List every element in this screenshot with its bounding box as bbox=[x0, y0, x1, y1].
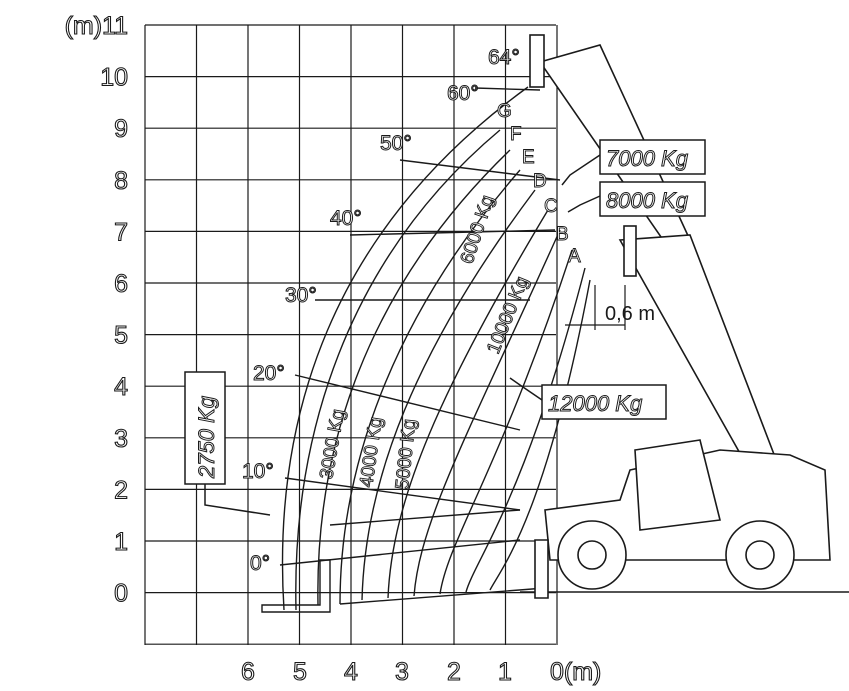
y-tick-label: 9 bbox=[114, 115, 128, 143]
angle-label-60: 60° bbox=[447, 82, 479, 105]
angle-label-64: 64° bbox=[488, 46, 520, 69]
angle-line-20 bbox=[294, 374, 521, 431]
angle-line-50 bbox=[399, 159, 561, 181]
boom-position-E: E bbox=[522, 147, 535, 168]
angle-line-60 bbox=[474, 87, 541, 91]
envelope-arc-10 bbox=[489, 279, 591, 591]
rear-hub bbox=[745, 540, 775, 570]
load-zone-4000: 4000 Kg bbox=[356, 416, 387, 489]
boom-position-C: C bbox=[544, 196, 558, 217]
callout-2750: 2750 Kg bbox=[184, 371, 271, 516]
callout-2750-text: 2750 Kg bbox=[194, 395, 219, 479]
envelope-arc-6 bbox=[387, 209, 549, 599]
load-zone-5000: 5000 Kg bbox=[392, 418, 420, 491]
callout-7000-text: 7000 Kg bbox=[606, 146, 689, 171]
angle-label-10: 10° bbox=[242, 460, 274, 483]
angle-line-10 bbox=[284, 477, 521, 511]
y-tick-label: 1 bbox=[114, 528, 128, 556]
offset-label: 0,6 m bbox=[605, 303, 655, 325]
envelope-arc-2 bbox=[295, 129, 501, 611]
boom-position-F: F bbox=[510, 124, 522, 145]
boom-position-G: G bbox=[497, 101, 512, 122]
y-tick-label: 5 bbox=[114, 322, 128, 350]
angle-label-50: 50° bbox=[380, 132, 412, 155]
x-axis-ticks: 6 5 4 3 2 1 0(m) bbox=[240, 657, 601, 686]
callout-12000-text: 12000 Kg bbox=[548, 391, 643, 416]
envelope-outer-arc bbox=[281, 86, 529, 611]
x-axis-unit: 0(m) bbox=[550, 658, 601, 686]
cab bbox=[634, 439, 721, 531]
callout-7000: 7000 Kg bbox=[561, 139, 706, 186]
y-tick-label: 4 bbox=[114, 373, 128, 401]
fork-base bbox=[339, 587, 546, 605]
y-tick-label: 2 bbox=[114, 476, 128, 504]
callout-12000: 12000 Kg bbox=[509, 377, 667, 420]
x-tick-label: 1 bbox=[498, 658, 512, 686]
load-zone-3000: 3000 Kg bbox=[316, 408, 349, 481]
x-tick-label: 6 bbox=[241, 658, 255, 686]
y-tick-label: 7 bbox=[114, 218, 128, 246]
angle-label-40: 40° bbox=[330, 207, 362, 230]
carriage-mid bbox=[623, 225, 637, 277]
boom-position-A: A bbox=[568, 246, 581, 267]
boom-position-D: D bbox=[533, 171, 547, 192]
y-tick-label: 3 bbox=[114, 425, 128, 453]
envelope-arc-8 bbox=[439, 249, 573, 595]
offset-dimension bbox=[565, 285, 626, 330]
angle-label-0: 0° bbox=[250, 552, 270, 575]
front-hub bbox=[577, 540, 607, 570]
envelope-arc-9 bbox=[465, 267, 586, 593]
y-tick-label: 6 bbox=[114, 270, 128, 298]
envelope-arc-3 bbox=[317, 149, 511, 606]
load-zone-6000: 6000 Kg bbox=[457, 193, 499, 267]
angle-line-40 bbox=[349, 229, 556, 236]
y-tick-label: 0 bbox=[114, 580, 128, 608]
fork-carriage-low bbox=[534, 539, 549, 599]
x-tick-label: 4 bbox=[344, 658, 358, 686]
y-tick-label: 10 bbox=[100, 64, 128, 92]
callout-8000: 8000 Kg bbox=[567, 181, 706, 217]
envelope-arc-7 bbox=[413, 229, 561, 597]
boom-position-B: B bbox=[556, 224, 569, 245]
x-tick-label: 3 bbox=[395, 658, 409, 686]
carriage-upper bbox=[529, 34, 545, 88]
fork-base-2 bbox=[329, 509, 521, 526]
callout-8000-text: 8000 Kg bbox=[606, 188, 689, 213]
x-tick-label: 2 bbox=[447, 658, 461, 686]
y-tick-label: 8 bbox=[114, 167, 128, 195]
angle-label-20: 20° bbox=[253, 362, 285, 385]
y-tick-label: (m)11 bbox=[65, 12, 128, 40]
telehandler bbox=[520, 34, 849, 599]
envelope-arc-5 bbox=[361, 189, 536, 601]
angle-label-30: 30° bbox=[285, 284, 317, 307]
lift-envelope bbox=[261, 86, 591, 613]
fork-low bbox=[261, 559, 331, 613]
x-tick-label: 5 bbox=[293, 658, 307, 686]
